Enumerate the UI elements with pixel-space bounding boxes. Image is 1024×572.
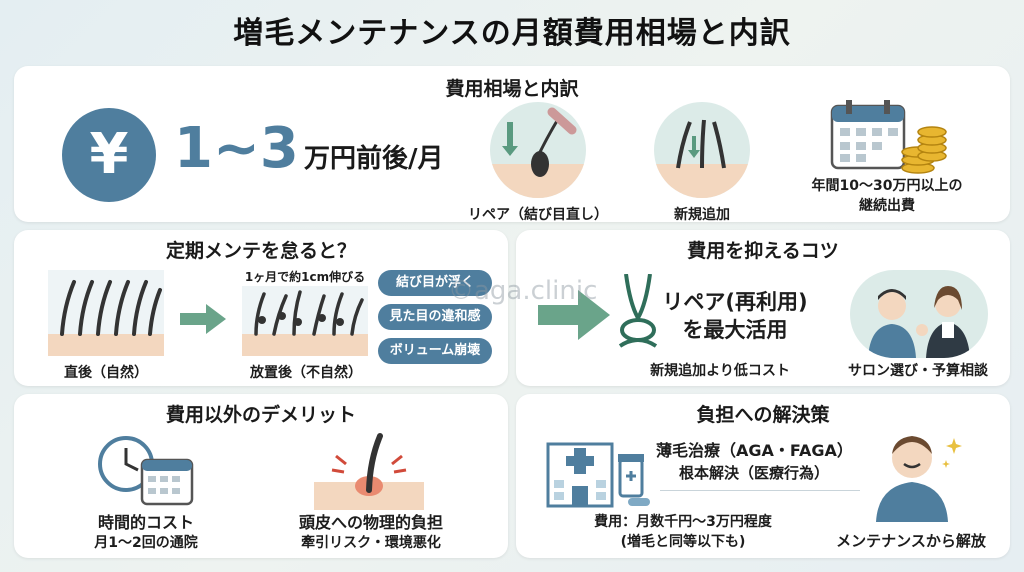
demerits-heading: 費用以外のデメリット bbox=[165, 404, 356, 426]
solution-divider bbox=[660, 490, 860, 491]
add-hair-label: 新規追加 bbox=[674, 207, 730, 223]
tips-heading: 費用を抑えるコツ bbox=[687, 240, 839, 262]
solution-card: 負担への解決策 薄毛治療（AGA・FAGA） 根本解決（医療行為） 費用：月数千… bbox=[516, 394, 1010, 558]
happy-person-icon bbox=[870, 428, 966, 526]
pill-knot-lift: 結び目が浮く bbox=[378, 270, 492, 296]
watermark: ©aga.clinic bbox=[448, 276, 598, 306]
after-label: 放置後（不自然） bbox=[250, 365, 362, 381]
neglect-heading: 定期メンテを怠ると？ bbox=[165, 240, 356, 262]
annual-cost-label: 年間10～30万円以上の 継続出費 bbox=[811, 178, 963, 214]
solution-heading: 負担への解決策 bbox=[696, 404, 830, 426]
cost-card: 費用相場と内訳 ¥ 1~3 万円前後/月 リペア（結び目直し） 新規追加 bbox=[14, 66, 1010, 223]
hospital-medicine-icon bbox=[544, 434, 654, 512]
treatment: 薄毛治療（AGA・FAGA） 根本解決（医療行為） bbox=[656, 441, 853, 482]
before-label: 直後（自然） bbox=[64, 365, 148, 381]
time-cost: 時間的コスト 月1～2回の通院 bbox=[94, 513, 198, 551]
cost-range-number: 1~3 bbox=[174, 116, 299, 181]
release-label: メンテナンスから解放 bbox=[836, 532, 986, 550]
clock-calendar-icon bbox=[96, 434, 196, 512]
page-title: 増毛メンテナンスの月額費用相場と内訳 bbox=[233, 16, 791, 51]
salon-consult-icon bbox=[850, 270, 988, 358]
tips-main: リペア(再利用) を最大活用 bbox=[662, 290, 808, 342]
tips-sub: 新規追加より低コスト bbox=[650, 363, 790, 379]
pill-volume-collapse: ボリューム崩壊 bbox=[378, 338, 492, 364]
scalp-burden: 頭皮への物理的負担 牽引リスク・環境悪化 bbox=[298, 513, 443, 551]
tips-card: 費用を抑えるコツ リペア(再利用) を最大活用 新規追加より低コスト サロン選び… bbox=[516, 230, 1010, 386]
repair-label: リペア（結び目直し） bbox=[468, 207, 608, 223]
big-arrow-icon bbox=[538, 290, 610, 344]
fee: 費用：月数千円～3万円程度 (増毛と同等以下も) bbox=[594, 514, 772, 550]
demerits-card: 費用以外のデメリット 時間的コスト 月1～2回の通院 頭皮への物理的負担 牽引リ… bbox=[14, 394, 508, 558]
arrow-icon bbox=[180, 304, 226, 338]
cost-range: 1~3 万円前後/月 bbox=[174, 116, 443, 181]
add-hair-icon bbox=[654, 102, 750, 198]
growth-note: 1ヶ月で約1cm伸びる bbox=[244, 270, 366, 284]
knot-icon bbox=[616, 273, 660, 354]
salon-label: サロン選び・予算相談 bbox=[848, 363, 988, 379]
pill-odd-look: 見た目の違和感 bbox=[378, 304, 492, 330]
neglect-card: 定期メンテを怠ると？ 直後（自然） 1ヶ月で約1cm伸びる 放置後（不自然） 結… bbox=[14, 230, 508, 386]
hair-before-illustration bbox=[48, 270, 164, 356]
yen-icon: ¥ bbox=[62, 108, 156, 202]
scalp-strain-icon bbox=[314, 430, 424, 514]
cost-range-unit: 万円前後/月 bbox=[303, 144, 444, 174]
cost-heading: 費用相場と内訳 bbox=[445, 78, 579, 100]
repair-icon bbox=[490, 102, 586, 198]
calendar-coins-icon bbox=[828, 96, 948, 176]
hair-after-illustration bbox=[242, 286, 368, 356]
